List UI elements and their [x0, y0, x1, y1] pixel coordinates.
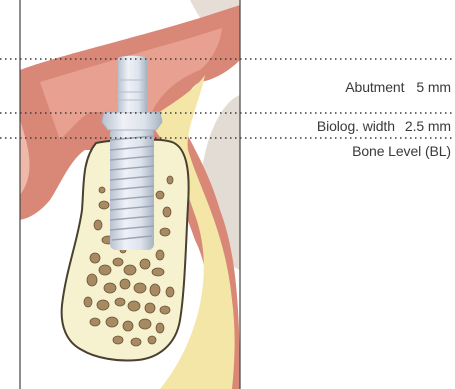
biologic-width-label: Biolog. width 2.5 mm: [317, 118, 451, 134]
bone-level-label: Bone Level (BL): [352, 143, 451, 159]
implant-collar: [102, 112, 162, 130]
biologic-width-label-value: 2.5 mm: [405, 118, 451, 134]
abutment: [118, 56, 147, 112]
abutment-label-value: 5 mm: [416, 79, 451, 95]
bone-level-label-name: Bone Level (BL): [352, 143, 451, 159]
abutment-label-name: Abutment: [345, 79, 404, 95]
biologic-width-label-name: Biolog. width: [317, 118, 395, 134]
abutment-label: Abutment 5 mm: [345, 79, 451, 95]
